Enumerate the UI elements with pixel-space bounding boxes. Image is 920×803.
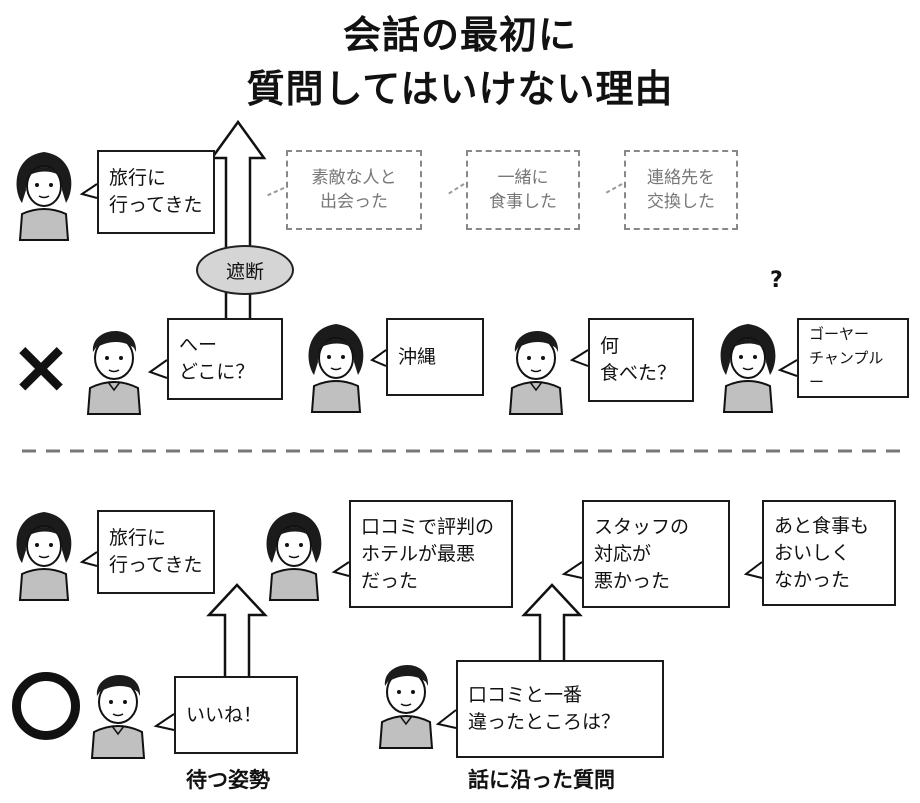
speech-bubble-what-ate: 何 食べた？ [588,318,694,402]
speech-text: へー どこに？ [179,334,255,383]
speech-bubble-traveled: 旅行に 行ってきた [97,150,215,234]
thought-bubble-3: 連絡先を 交換した [624,150,738,230]
speech-bubble-where: へー どこに？ [167,318,283,400]
speech-text: いいね！ [186,703,263,726]
thought-bubble-1: 素敵な人と 出会った [286,150,422,230]
speech-bubble-okinawa: 沖縄 [386,318,484,396]
blocker-label: 遮断 [196,245,294,295]
thought-bubble-text: 一緒に 食事した [489,168,557,212]
thought-bubble-2: 一緒に 食事した [466,150,580,230]
bad-example-x-icon: × [10,324,73,410]
speech-text: ゴーヤー チャンプルー [809,325,884,391]
speech-text: 何 食べた？ [600,335,677,384]
title-line-1: 会話の最初に [342,13,577,57]
label-follow-up-question: 話に沿った質問 [468,768,615,792]
speech-text: 口コミと一番 違ったところは？ [468,684,621,733]
speech-bubble-hotel: 口コミで評判の ホテルが最悪 だった [349,500,513,608]
thought-bubble-text: 連絡先を 交換した [647,168,715,212]
speech-bubble-staff: スタッフの 対応が 悪かった [582,500,730,608]
speech-text: スタッフの 対応が 悪かった [594,515,690,592]
speech-text: 旅行に 行ってきた [109,167,203,216]
label-waiting-stance: 待つ姿勢 [186,768,270,792]
title-line-2: 質問してはいけない理由 [246,67,674,111]
speech-bubble-goya: ゴーヤー チャンプルー [797,318,909,398]
confused-question-icon: ? [770,268,783,293]
speech-text: 旅行に 行ってきた [109,527,203,576]
speech-text: 口コミで評判の ホテルが最悪 だった [361,515,495,592]
speech-text: あと食事も おいしく なかった [774,514,870,591]
blocker-text: 遮断 [225,260,264,283]
speech-text: 沖縄 [398,345,437,368]
speech-bubble-nice: いいね！ [174,676,298,754]
speech-bubble-traveled-2: 旅行に 行ってきた [97,510,215,594]
thought-bubble-text: 素敵な人と 出会った [311,168,397,212]
good-example-circle-icon [12,672,80,740]
speech-bubble-question: 口コミと一番 違ったところは？ [456,660,664,758]
speech-bubble-food: あと食事も おいしく なかった [762,500,896,606]
